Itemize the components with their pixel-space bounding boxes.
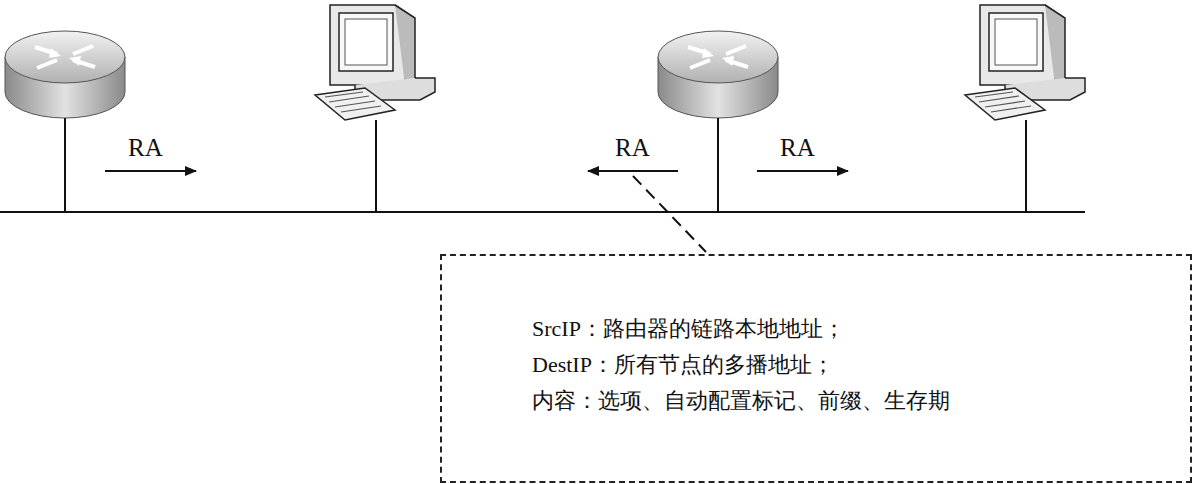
pc-icon — [315, 5, 435, 120]
router-icon — [5, 31, 125, 118]
network-wires — [0, 118, 1085, 212]
message-label: RA — [778, 134, 817, 162]
message-label: RA — [126, 134, 165, 162]
message-label: RA — [613, 134, 652, 162]
callout-box: SrcIP：路由器的链路本地地址；DestIP：所有节点的多播地址；内容：选项、… — [440, 254, 1192, 483]
callout-text: SrcIP：路由器的链路本地地址； — [532, 311, 1190, 347]
ra-arrows — [105, 170, 848, 172]
router-icon — [658, 31, 778, 118]
leader-line — [633, 176, 706, 252]
callout-text: DestIP：所有节点的多播地址； — [532, 347, 1190, 383]
callout-text: 内容：选项、自动配置标记、前缀、生存期 — [532, 383, 1190, 419]
pc-icon — [965, 5, 1085, 120]
